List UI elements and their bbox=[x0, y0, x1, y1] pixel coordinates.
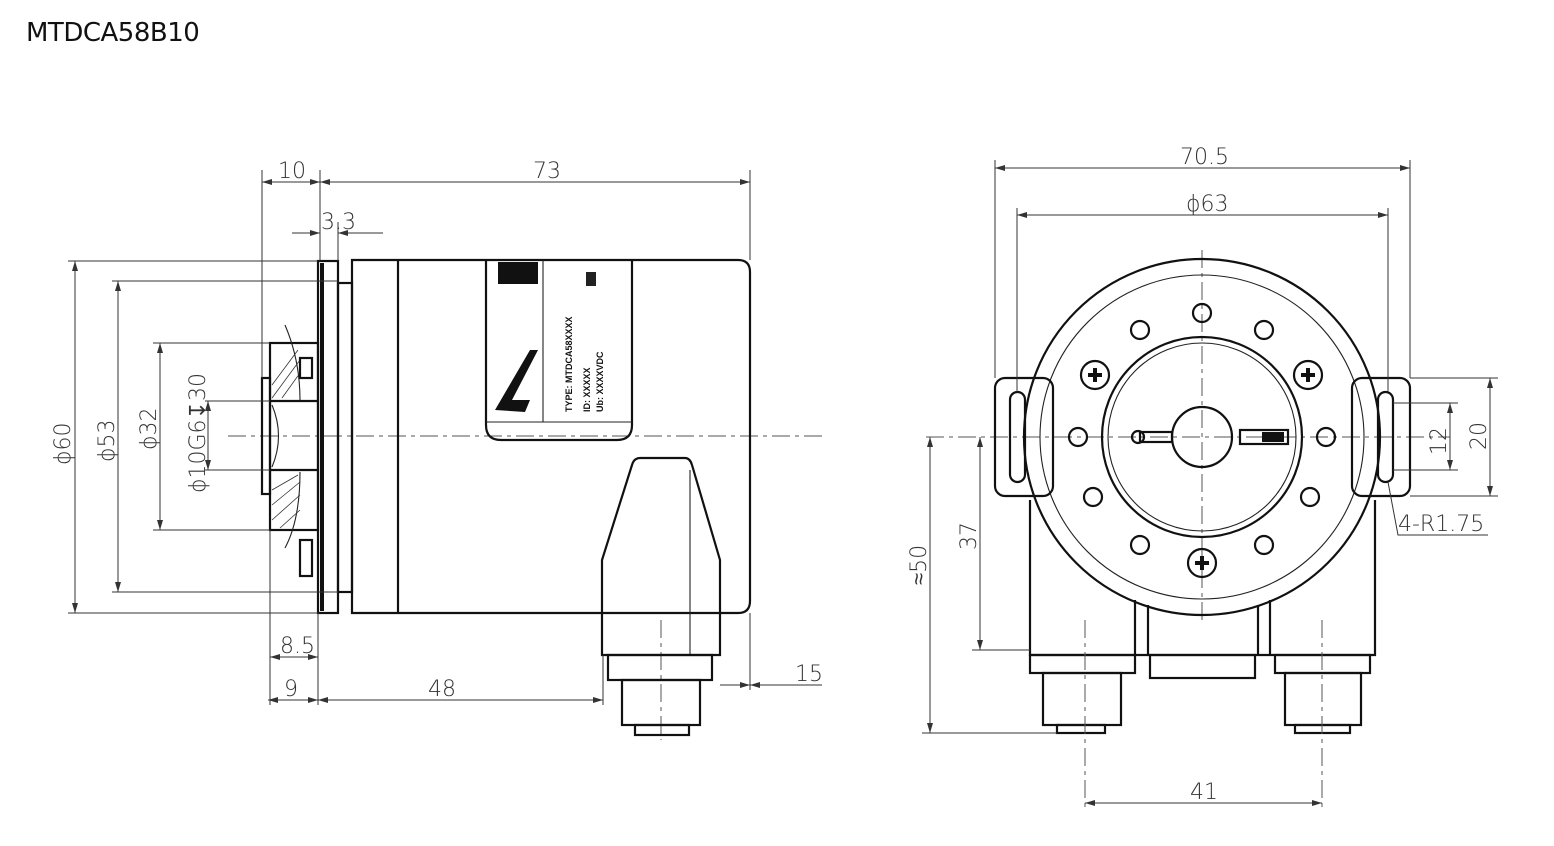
screw-icons bbox=[1079, 359, 1324, 579]
dim-37: 37 bbox=[957, 522, 982, 550]
dim-dia-53: ϕ53 bbox=[95, 419, 120, 462]
screw-head bbox=[298, 356, 314, 380]
front-connectors bbox=[1028, 620, 1372, 810]
shaft-clamp bbox=[260, 324, 320, 578]
dim-41: 41 bbox=[1190, 780, 1218, 805]
dim-48: 48 bbox=[428, 677, 456, 702]
side-view: TYPE: MTDCA58XXXX ID: XXXXX Ub: XXXXVDC … bbox=[51, 159, 825, 740]
label-ub: Ub: XXXXVDC bbox=[595, 351, 605, 412]
dim-15: 15 bbox=[795, 662, 823, 687]
dim-3-3: 3.3 bbox=[321, 210, 356, 235]
front-view: 70.5 ϕ63 12 20 4-R1.75 ≈50 37 41 bbox=[907, 145, 1498, 810]
dim-bore: ϕ10G6↧30 bbox=[186, 373, 211, 493]
logo-icon bbox=[495, 350, 538, 412]
dim-20: 20 bbox=[1467, 422, 1492, 450]
label-type: TYPE: MTDCA58XXXX bbox=[564, 316, 574, 412]
side-connector bbox=[600, 456, 722, 740]
dim-dia-32: ϕ32 bbox=[137, 407, 162, 450]
screw-head bbox=[298, 538, 314, 578]
dim-r1-75: 4-R1.75 bbox=[1398, 512, 1484, 537]
dim-10: 10 bbox=[278, 159, 306, 184]
dim-50: ≈50 bbox=[907, 545, 932, 585]
encoder-body bbox=[350, 258, 752, 615]
front-dimensions: 70.5 ϕ63 12 20 4-R1.75 ≈50 37 41 bbox=[907, 145, 1498, 806]
dim-70-5: 70.5 bbox=[1180, 145, 1229, 170]
dim-dia-63: ϕ63 bbox=[1186, 192, 1229, 217]
label-id: ID: XXXXX bbox=[582, 367, 592, 412]
clamp-ring bbox=[336, 281, 354, 594]
drawing-title: MTDCA58B10 bbox=[26, 18, 200, 48]
product-label: TYPE: MTDCA58XXXX ID: XXXXX Ub: XXXXVDC bbox=[484, 260, 634, 442]
dim-dia-60: ϕ60 bbox=[51, 422, 76, 465]
dim-12: 12 bbox=[1427, 427, 1452, 455]
dim-73: 73 bbox=[533, 159, 561, 184]
dim-9: 9 bbox=[284, 677, 298, 702]
dim-8-5: 8.5 bbox=[280, 634, 315, 659]
hub bbox=[1100, 335, 1304, 539]
side-dimensions: 10 73 3.3 ϕ60 ϕ53 ϕ32 ϕ10G6↧30 8.5 9 bbox=[51, 159, 823, 705]
mounting-holes bbox=[1067, 302, 1337, 556]
